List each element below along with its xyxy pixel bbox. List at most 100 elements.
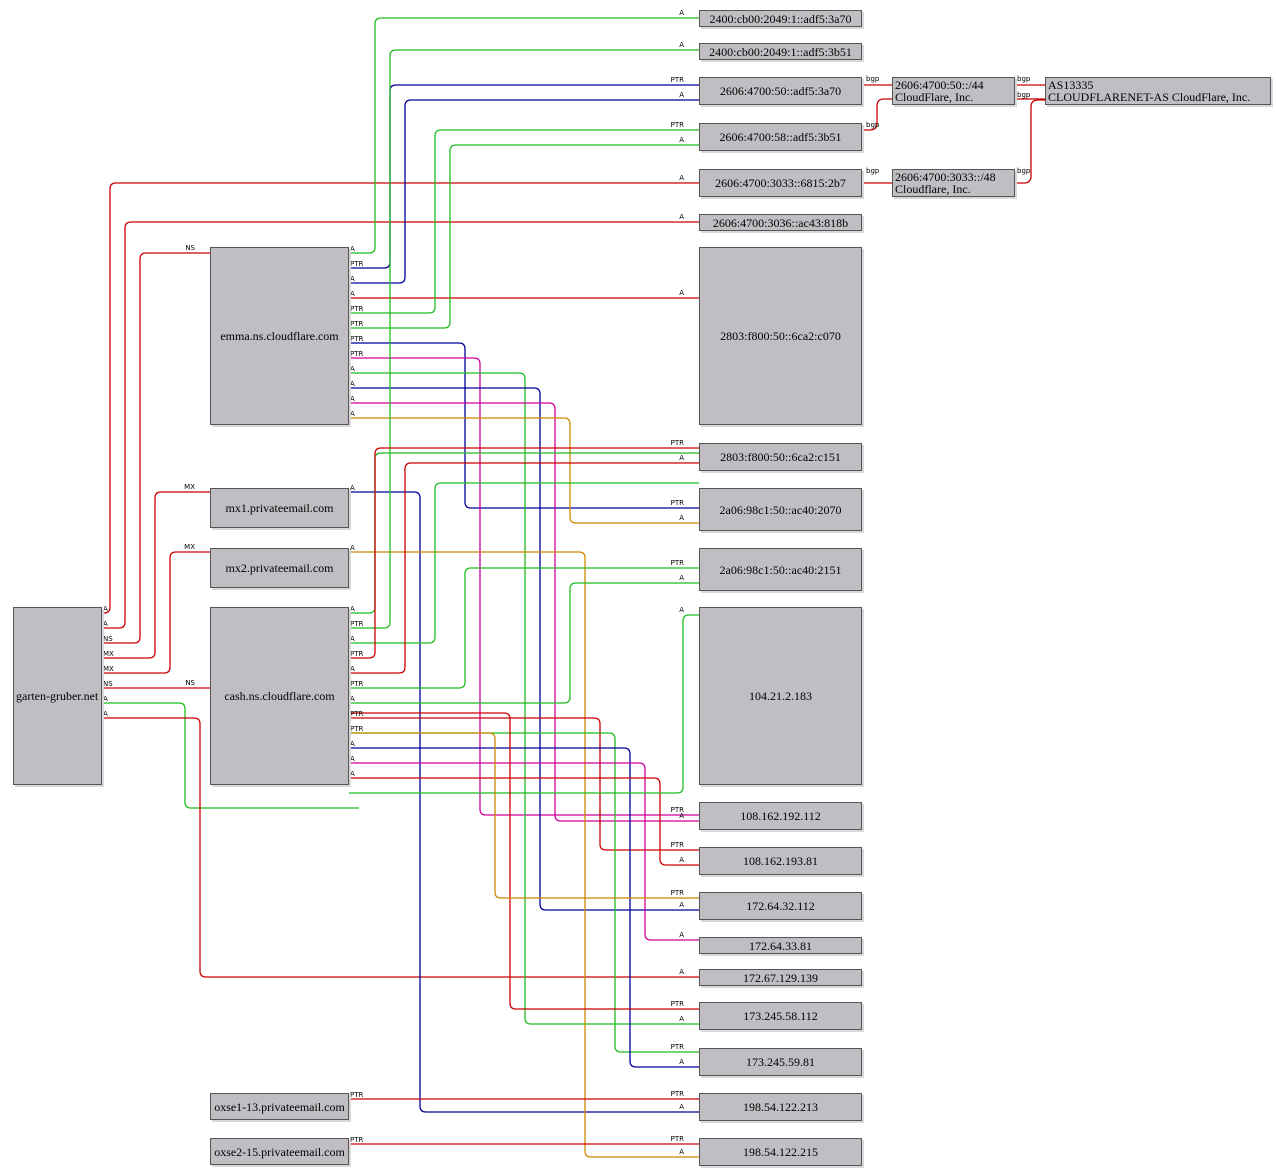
- edge-g-28: [349, 582, 699, 704]
- edge-label: A: [103, 710, 108, 718]
- node-ipv4-172-64-32-112[interactable]: 172.64.32.112: [699, 892, 862, 920]
- edge-label: PTR: [671, 1043, 684, 1051]
- node-ipv6-2606-50-3a70[interactable]: 2606:4700:50::adf5:3a70: [699, 77, 862, 105]
- node-mx2[interactable]: mx2.privateemail.com: [210, 548, 349, 588]
- node-label: emma.ns.cloudflare.com: [220, 329, 339, 343]
- node-label: 198.54.122.213: [743, 1100, 818, 1114]
- edge-label: A: [679, 289, 684, 297]
- edge-label: A: [350, 755, 355, 763]
- edge-label: PTR: [671, 889, 684, 897]
- edge-r-2: [102, 252, 210, 644]
- node-label: 172.64.33.81: [749, 938, 812, 953]
- edge-m-18: [349, 402, 699, 822]
- node-ipv4-198-54-122-213[interactable]: 198.54.122.213: [699, 1093, 862, 1121]
- edge-b-9: [349, 84, 699, 269]
- node-ipv6-2400-3b51[interactable]: 2400:cb00:2049:1::adf5:3b51: [699, 43, 862, 60]
- edge-label: A: [679, 606, 684, 614]
- edge-label: NS: [103, 680, 113, 688]
- node-ipv4-172-67-129-139[interactable]: 172.67.129.139: [699, 969, 862, 986]
- node-ipv4-173-245-58-112[interactable]: 173.245.58.112: [699, 1002, 862, 1030]
- node-ipv4-198-54-122-215[interactable]: 198.54.122.215: [699, 1138, 862, 1166]
- edge-label: PTR: [350, 260, 363, 268]
- node-ipv6-2803-c070[interactable]: 2803:f800:50::6ca2:c070: [699, 247, 862, 425]
- edge-label: PTR: [671, 499, 684, 507]
- node-ipv6-2606-3033[interactable]: 2606:4700:3033::6815:2b7: [699, 169, 862, 197]
- edge-r-29: [349, 717, 699, 851]
- edge-g-16: [349, 372, 699, 1025]
- node-oxse2-15[interactable]: oxse2-15.privateemail.com: [210, 1138, 349, 1165]
- edge-label: A: [679, 856, 684, 864]
- edge-g-34: [349, 614, 699, 794]
- node-emma-ns[interactable]: emma.ns.cloudflare.com: [210, 247, 349, 425]
- edge-g-8: [349, 17, 699, 254]
- edge-label: A: [679, 1148, 684, 1156]
- edge-label: PTR: [671, 806, 684, 814]
- node-cash-ns[interactable]: cash.ns.cloudflare.com: [210, 607, 349, 785]
- node-ipv6-2a06-2070[interactable]: 2a06:98c1:50::ac40:2070: [699, 488, 862, 531]
- edge-g-24: [349, 482, 699, 644]
- edge-label: PTR: [350, 1091, 363, 1099]
- edge-label: bgp: [1017, 91, 1031, 99]
- node-label: 2803:f800:50::6ca2:c151: [720, 450, 841, 464]
- node-label: 2606:4700:3033::6815:2b7: [715, 176, 846, 190]
- edge-label: MX: [103, 665, 114, 673]
- node-label: 2803:f800:50::6ca2:c070: [720, 329, 841, 343]
- edge-label: PTR: [350, 650, 363, 658]
- edge-g-13: [349, 144, 699, 329]
- edge-label: NS: [103, 635, 113, 643]
- edge-label: PTR: [350, 620, 363, 628]
- edge-label: A: [350, 635, 355, 643]
- edge-label: A: [679, 9, 684, 17]
- edge-b-14: [349, 342, 699, 509]
- node-ipv6-2606-58-3b51[interactable]: 2606:4700:58::adf5:3b51: [699, 123, 862, 151]
- edge-r-25: [349, 447, 699, 659]
- node-ipv6-2a06-2151[interactable]: 2a06:98c1:50::ac40:2151: [699, 548, 862, 591]
- node-label: 2a06:98c1:50::ac40:2070: [719, 502, 842, 517]
- node-label: cash.ns.cloudflare.com: [224, 689, 335, 703]
- edge-r-0: [102, 182, 699, 614]
- edge-r-26: [349, 462, 699, 674]
- node-ipv6-2606-3036[interactable]: 2606:4700:3036::ac43:818b: [699, 214, 862, 231]
- edge-label: PTR: [350, 725, 363, 733]
- edge-label: PTR: [671, 1090, 684, 1098]
- node-ipv4-108-162-193-81[interactable]: 108.162.193.81: [699, 847, 862, 875]
- edge-label: A: [103, 620, 108, 628]
- edge-r-4: [102, 551, 210, 674]
- node-label: 172.64.32.112: [746, 899, 815, 913]
- edge-label: MX: [103, 650, 114, 658]
- edge-label: A: [350, 245, 355, 253]
- node-ipv4-173-245-59-81[interactable]: 173.245.59.81: [699, 1048, 862, 1076]
- edge-label: A: [679, 931, 684, 939]
- node-ipv4-172-64-33-81[interactable]: 172.64.33.81: [699, 937, 862, 954]
- node-label: 104.21.2.183: [749, 689, 812, 703]
- edge-label: PTR: [350, 680, 363, 688]
- edge-label: NS: [185, 679, 195, 687]
- edge-r-7: [102, 717, 699, 978]
- node-label: 2400:cb00:2049:1::adf5:3b51: [709, 44, 852, 59]
- edge-label: A: [350, 410, 355, 418]
- node-ipv4-108-162-192-112[interactable]: 108.162.192.112: [699, 802, 862, 830]
- node-mx1[interactable]: mx1.privateemail.com: [210, 488, 349, 528]
- node-oxse1-13[interactable]: oxse1-13.privateemail.com: [210, 1093, 349, 1120]
- node-label: 108.162.192.112: [740, 809, 821, 823]
- edge-b-31: [349, 747, 699, 1068]
- edge-label: A: [103, 605, 108, 613]
- edge-g-22: [349, 452, 699, 614]
- node-ipv6-2400-3a70[interactable]: 2400:cb00:2049:1::adf5:3a70: [699, 10, 862, 27]
- edge-label: PTR: [350, 350, 363, 358]
- edge-r-3: [102, 491, 210, 659]
- edge-label: A: [679, 812, 684, 820]
- node-ipv4-104-21-2-183[interactable]: 104.21.2.183: [699, 607, 862, 785]
- edge-label: A: [350, 290, 355, 298]
- edge-label: A: [679, 968, 684, 976]
- node-garten-gruber[interactable]: garten-gruber.net: [13, 607, 102, 785]
- node-label: 2a06:98c1:50::ac40:2151: [719, 562, 842, 577]
- node-ipv6-2803-c151[interactable]: 2803:f800:50::6ca2:c151: [699, 443, 862, 471]
- edge-o-21: [349, 551, 699, 1158]
- edge-label: A: [350, 740, 355, 748]
- edge-label: A: [679, 574, 684, 582]
